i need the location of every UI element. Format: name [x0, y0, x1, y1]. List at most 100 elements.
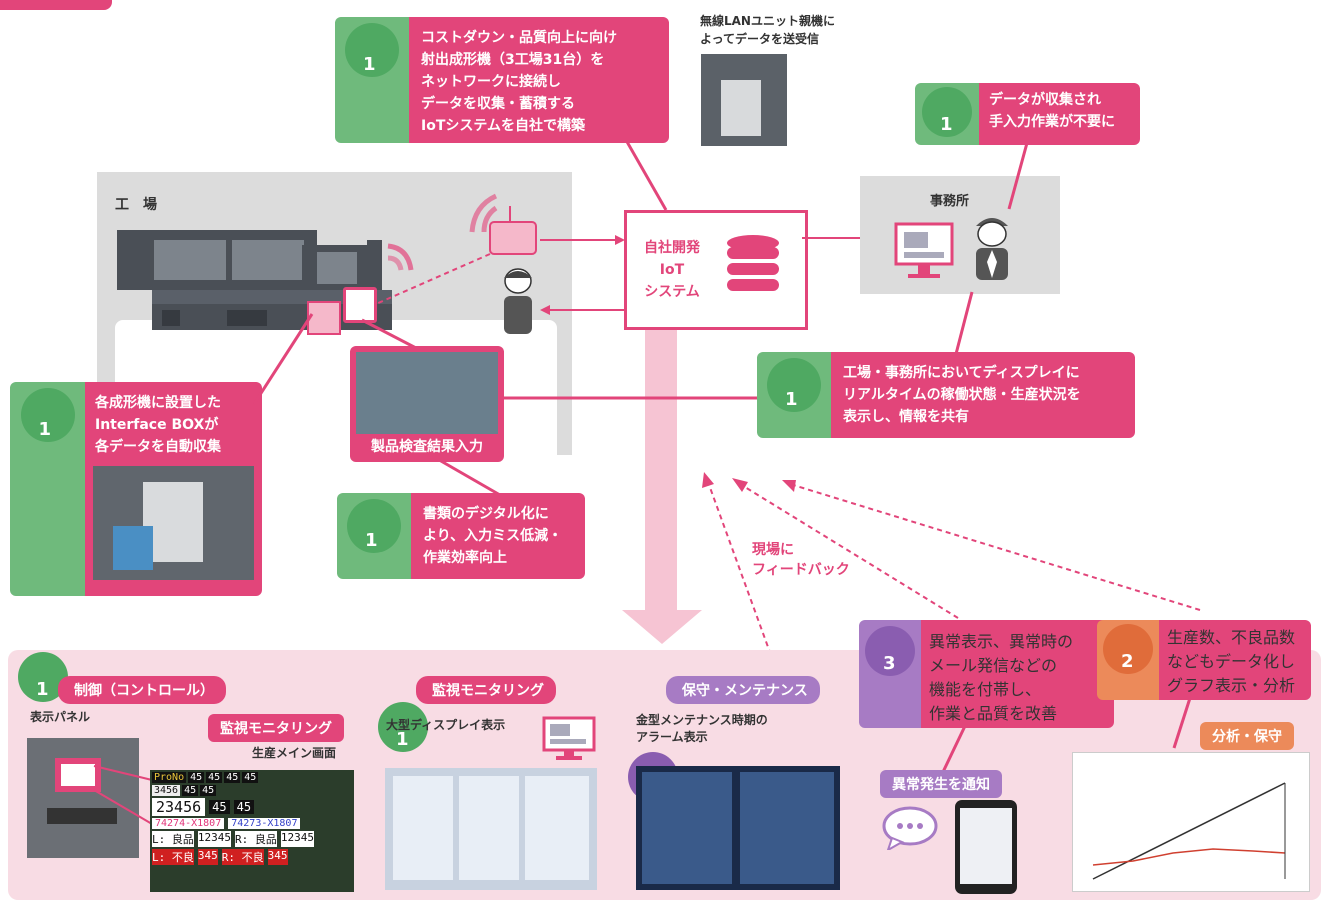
database-icon: [727, 235, 779, 291]
level-avatar: 1: [915, 83, 979, 145]
big-count: 23456: [152, 798, 206, 816]
office-worker-icon: [976, 218, 1008, 280]
cell: 45: [209, 800, 230, 814]
interface-pointer: [252, 313, 314, 405]
bad-left: 345: [197, 849, 218, 865]
abnormal-callout: 3 異常表示、異常時の メール発信などの 機能を付帯し、 作業と品質を改善: [859, 620, 1114, 728]
level-avatar: 1: [335, 17, 409, 143]
cell: 45: [233, 800, 255, 814]
monitor-large-sub: 大型ディスプレイ表示: [386, 718, 506, 732]
monitor-large-title: 監視モニタリング: [416, 676, 556, 704]
share-callout-text: 工場・事務所においてディスプレイに リアルタイムの稼働状態・生産状況を 表示し、…: [831, 352, 1135, 438]
production-main-screen: ProNo 45 45 45 45 3456 45 45 23456 45 45…: [150, 770, 354, 892]
person-icon: 3: [865, 626, 915, 676]
analysis-title: 分析・保守: [1200, 722, 1294, 750]
person-icon: 1: [345, 23, 399, 77]
feedback-arrows: [702, 472, 1201, 681]
level-avatar: 1: [757, 352, 831, 438]
office-callout-text: データが収集され 手入力作業が不要に: [979, 83, 1140, 145]
cell: 45: [242, 772, 259, 783]
down-arrow-shaft: [645, 330, 677, 620]
digital-callout-text: 書類のデジタル化に より、入力ミス低減・ 作業効率向上: [411, 493, 585, 579]
feedback-label: 現場に フィードバック: [752, 542, 850, 578]
router-link: [375, 253, 491, 305]
panel-to-photo-line: [361, 318, 417, 350]
control-zoom-lines: [93, 765, 153, 825]
inspection-caption: 製品検査結果入力: [371, 439, 483, 455]
good-left: 12345: [197, 831, 231, 847]
corner-tab: [0, 0, 112, 10]
cell: 45: [182, 785, 199, 796]
worker-icon: [504, 268, 532, 334]
office-callout: 1 データが収集され 手入力作業が不要に: [915, 83, 1140, 145]
inspection-photo-frame: 製品検査結果入力: [350, 346, 504, 462]
cell: 45: [188, 772, 205, 783]
router-icon: [469, 193, 537, 255]
chat-bubble-icon: [882, 806, 938, 850]
abnormal-pointer: [941, 725, 967, 773]
digital-callout: 1 書類のデジタル化に より、入力ミス低減・ 作業効率向上: [337, 493, 585, 579]
maintenance-title: 保守・メンテナンス: [666, 676, 820, 704]
office-callout-pointer: [1007, 143, 1029, 210]
interface-box: [307, 301, 341, 335]
good-right-label: R: 良品: [235, 831, 277, 847]
mold-left: 74274-X1807: [152, 818, 225, 829]
production-pointer: [1172, 697, 1192, 749]
cell: 45: [224, 772, 241, 783]
smartphone: [955, 800, 1017, 894]
factory-label: 工 場: [115, 197, 157, 213]
good-left-label: L: 良品: [152, 831, 194, 847]
person-icon: 1: [347, 499, 401, 553]
person-icon: 1: [922, 87, 972, 137]
bad-right: 345: [267, 849, 288, 865]
alarm-display-photo: [636, 766, 840, 890]
production-callout: 2 生産数、不良品数 などもデータ化し グラフ表示・分析: [1097, 620, 1311, 700]
wireless-caption: 無線LANユニット親機に よってデータを送受信: [700, 14, 835, 46]
wireless-unit-photo: [701, 54, 787, 146]
production-callout-text: 生産数、不良品数 などもデータ化し グラフ表示・分析: [1159, 620, 1311, 700]
monitor-main-title: 監視モニタリング: [208, 714, 344, 742]
control-panel-photo: [27, 738, 139, 858]
office-monitor-icon: [894, 222, 954, 278]
abnormal-callout-text: 異常表示、異常時の メール発信などの 機能を付帯し、 作業と品質を改善: [921, 620, 1114, 728]
top-callout-text: コストダウン・品質向上に向け 射出成形機（3工場31台）を ネットワークに接続し…: [409, 17, 669, 143]
cell: 3456: [152, 785, 181, 796]
level-avatar: 3: [859, 620, 921, 728]
digital-pointer: [433, 455, 501, 497]
office-area: 事務所: [860, 176, 1060, 294]
bad-right-label: R: 不良: [221, 849, 264, 865]
cell: ProNo: [152, 772, 187, 783]
iot-system-box: 自社開発 IoT システム: [624, 210, 808, 330]
interface-box-photo: [93, 466, 254, 580]
person-icon: 1: [20, 388, 75, 442]
large-display-photo: [385, 768, 597, 890]
inspection-photo: [356, 352, 498, 434]
level-avatar: 1: [337, 493, 411, 579]
maintenance-sub: 金型メンテナンス時期の アラーム表示: [636, 713, 768, 744]
monitor-large-avatar: 1: [378, 702, 428, 752]
person-icon: 1: [767, 358, 821, 412]
cell: 45: [200, 785, 217, 796]
analysis-graph: [1072, 752, 1310, 892]
control-title: 制御（コントロール）: [58, 676, 226, 704]
down-arrow-head: [622, 610, 702, 644]
interface-callout: 1 各成形機に設置した Interface BOXが 各データを自動収集: [10, 382, 262, 596]
display-panel: [343, 287, 377, 323]
cell: 45: [206, 772, 223, 783]
top-callout: 1 コストダウン・品質向上に向け 射出成形機（3工場31台）を ネットワークに接…: [335, 17, 669, 143]
mold-right: 74273-X1807: [228, 818, 301, 829]
interface-callout-text: 各成形機に設置した Interface BOXが 各データを自動収集: [95, 395, 221, 455]
office-label: 事務所: [930, 194, 970, 209]
monitor-icon: [542, 716, 596, 760]
good-right: 12345: [280, 831, 314, 847]
share-callout: 1 工場・事務所においてディスプレイに リアルタイムの稼働状態・生産状況を 表示…: [757, 352, 1135, 438]
person-icon: 2: [1103, 624, 1153, 674]
top-callout-pointer: [624, 140, 668, 211]
iot-system-label: 自社開発 IoT システム: [644, 240, 700, 300]
bad-left-label: L: 不良: [152, 849, 194, 865]
notify-title: 異常発生を通知: [880, 770, 1002, 798]
control-sub: 表示パネル: [30, 710, 91, 724]
graph-lines: [1092, 782, 1286, 880]
wifi-waves-icon: [387, 243, 414, 271]
level-avatar: 2: [1097, 620, 1159, 700]
